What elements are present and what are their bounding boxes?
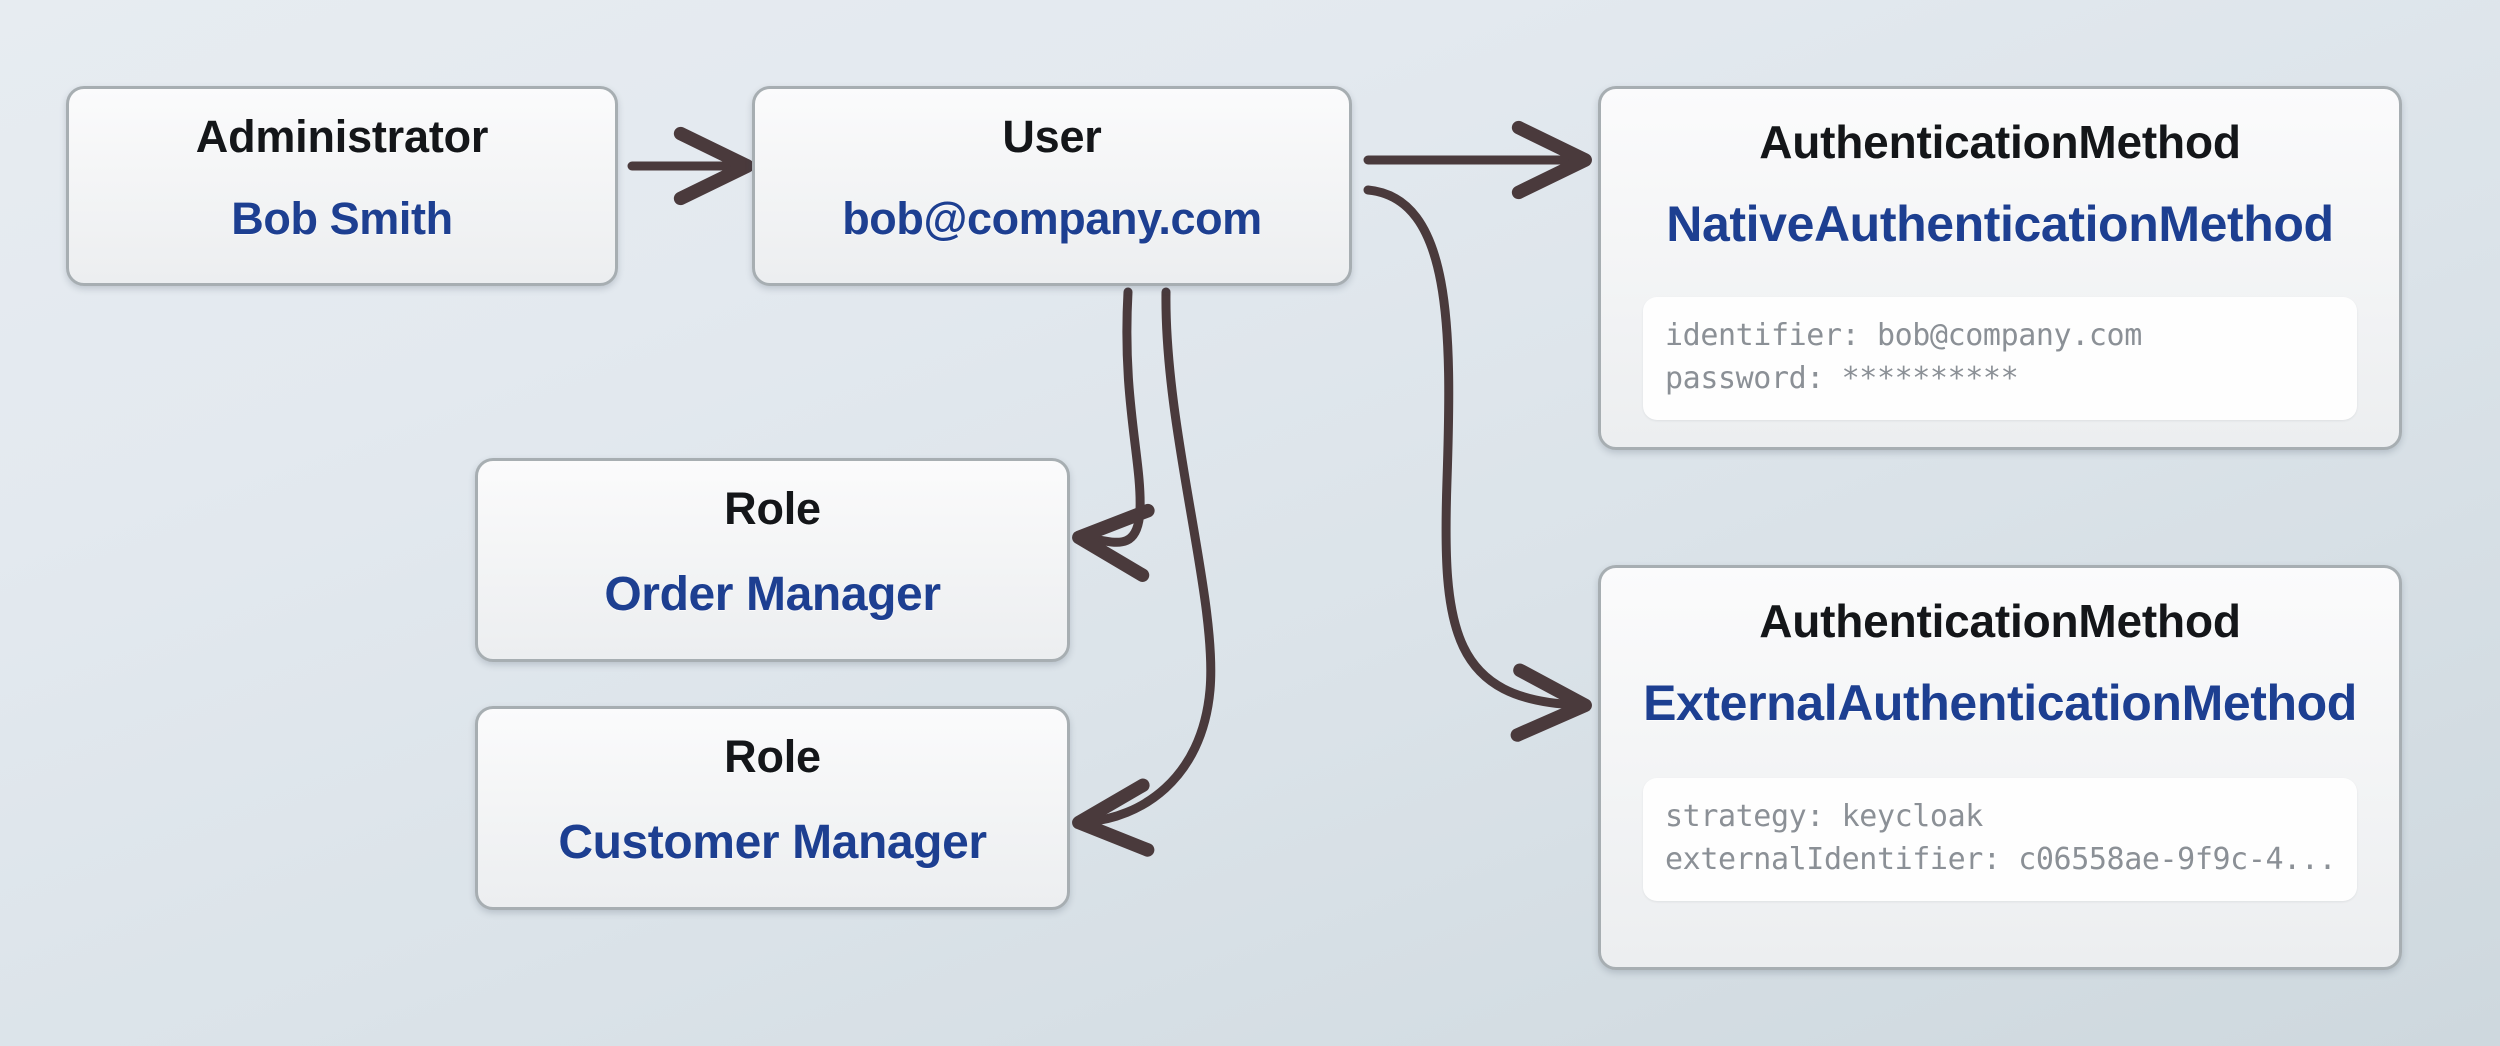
edge-user-to-role-order [1072,287,1155,583]
node-role-order-manager[interactable]: Role Order Manager [475,458,1070,662]
property-identifier: identifier: bob@company.com [1665,318,2142,353]
node-native-authentication-method[interactable]: AuthenticationMethod NativeAuthenticatio… [1598,86,2402,450]
node-external-authentication-method[interactable]: AuthenticationMethod ExternalAuthenticat… [1598,565,2402,970]
node-role-order-manager-type: Role [724,483,821,534]
property-password: password: ********** [1665,360,2019,396]
node-user-title: bob@company.com [842,193,1262,244]
node-external-authentication-method-type: AuthenticationMethod [1759,595,2241,647]
property-external-identifier: externalIdentifier: c06558ae-9f9c-4... [1665,841,2337,877]
external-authentication-method-properties: strategy: keycloak externalIdentifier: c… [1643,778,2357,902]
node-administrator-title: Bob Smith [231,193,453,244]
node-administrator[interactable]: Administrator Bob Smith [66,86,618,286]
node-role-customer-manager-title: Customer Manager [558,816,987,869]
native-authentication-method-properties: identifier: bob@company.com password: **… [1643,297,2357,421]
node-native-authentication-method-type: AuthenticationMethod [1759,116,2241,168]
edge-user-to-auth-external [1363,185,1592,742]
edge-user-to-role-customer [1072,287,1216,857]
node-role-customer-manager[interactable]: Role Customer Manager [475,706,1070,910]
node-administrator-type: Administrator [195,111,489,162]
node-role-order-manager-title: Order Manager [604,568,941,621]
node-role-customer-manager-type: Role [724,731,821,782]
property-strategy: strategy: keycloak [1665,799,1983,834]
node-user-type: User [1002,111,1102,162]
node-native-authentication-method-title: NativeAuthenticationMethod [1666,196,2334,252]
node-user[interactable]: User bob@company.com [752,86,1352,286]
node-external-authentication-method-title: ExternalAuthenticationMethod [1643,675,2357,731]
